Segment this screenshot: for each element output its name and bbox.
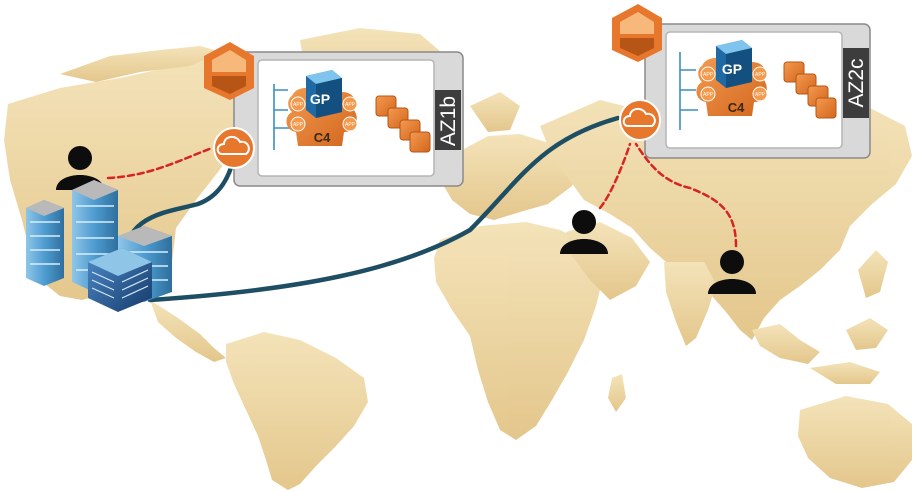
- zone-az2c: AZ2c APP APP APP APP C4 GP: [612, 4, 871, 159]
- cloud-gateway-icon: [213, 127, 255, 169]
- cloud-gateway-icon: [619, 99, 661, 141]
- map-north-america: [4, 54, 268, 306]
- cluster-label: C4: [728, 100, 745, 115]
- server-rack-icon: [88, 248, 152, 312]
- app-label: APP: [755, 72, 766, 78]
- map-australia: [798, 396, 912, 488]
- greenplum-box-icon: GP: [306, 70, 342, 118]
- zone-label-bar: [435, 90, 461, 150]
- zone-label: AZ2c: [845, 58, 868, 107]
- app-label: APP: [293, 122, 304, 128]
- cluster-label: C4: [314, 130, 331, 145]
- link-datacenter-to-az2c: [147, 115, 621, 303]
- user-link-2: [598, 142, 632, 210]
- user-link-1: [106, 146, 214, 180]
- app-label: APP: [703, 92, 714, 98]
- zone-label-bar: [843, 48, 869, 118]
- zone-az1b: AZ1b APP APP APP APP C4 GP: [204, 42, 464, 187]
- map-africa: [434, 222, 604, 440]
- map-south-america: [226, 332, 368, 490]
- app-label: APP: [703, 72, 714, 78]
- zone-label: AZ1b: [437, 96, 460, 146]
- aws-logo-icon: [612, 4, 662, 62]
- product-label: GP: [722, 61, 742, 77]
- app-label: APP: [345, 122, 356, 128]
- app-label: APP: [755, 92, 766, 98]
- user-icon: [560, 210, 608, 254]
- greenplum-box-icon: GP: [716, 40, 752, 88]
- app-label: APP: [293, 102, 304, 108]
- aws-logo-icon: [204, 42, 254, 100]
- product-label: GP: [310, 91, 330, 107]
- app-label: APP: [345, 102, 356, 108]
- instance-stack-icon: [375, 95, 431, 153]
- user-links: [106, 142, 738, 248]
- user-icon: [708, 250, 756, 294]
- instance-stack-icon: [783, 61, 837, 119]
- user-link-3: [634, 142, 738, 248]
